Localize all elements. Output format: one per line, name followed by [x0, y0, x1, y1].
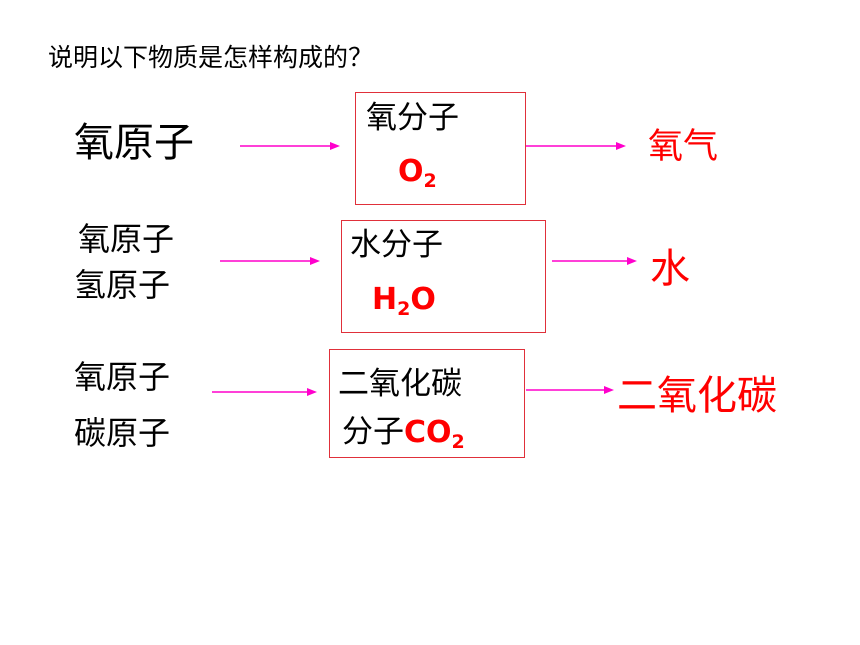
molecule-label-water: 水分子	[350, 227, 443, 263]
arrow-atom-to-molecule	[212, 386, 317, 398]
molecule-box-water	[341, 220, 546, 333]
atom-label-carbon: 碳原子	[74, 414, 171, 452]
atom-label-oxygen: 氧原子	[74, 358, 171, 396]
arrow-atom-to-molecule	[240, 140, 340, 152]
product-water: 水	[650, 246, 690, 292]
page-title: 说明以下物质是怎样构成的？	[48, 43, 374, 72]
formula-o2: O2	[398, 154, 437, 192]
arrow-molecule-to-product	[526, 140, 626, 152]
molecule-box-oxygen	[355, 92, 526, 205]
molecule-label-oxygen: 氧分子	[366, 100, 459, 136]
atom-label-oxygen: 氧原子	[78, 220, 175, 258]
product-carbon-dioxide: 二氧化碳	[617, 373, 777, 419]
atom-label-oxygen: 氧原子	[74, 120, 194, 166]
molecule-box-carbon-dioxide	[329, 349, 525, 458]
formula-h2o: H2O	[372, 282, 436, 320]
arrow-molecule-to-product	[526, 384, 614, 396]
arrow-molecule-to-product	[552, 255, 637, 267]
molecule-label-carbon-dioxide-line2: 分子CO2	[342, 414, 465, 453]
product-oxygen-gas: 氧气	[648, 127, 719, 167]
atom-label-hydrogen: 氢原子	[74, 266, 171, 304]
arrow-atom-to-molecule	[220, 255, 320, 267]
molecule-label-carbon-dioxide: 二氧化碳	[338, 366, 462, 402]
formula-co2: CO2	[404, 415, 465, 453]
